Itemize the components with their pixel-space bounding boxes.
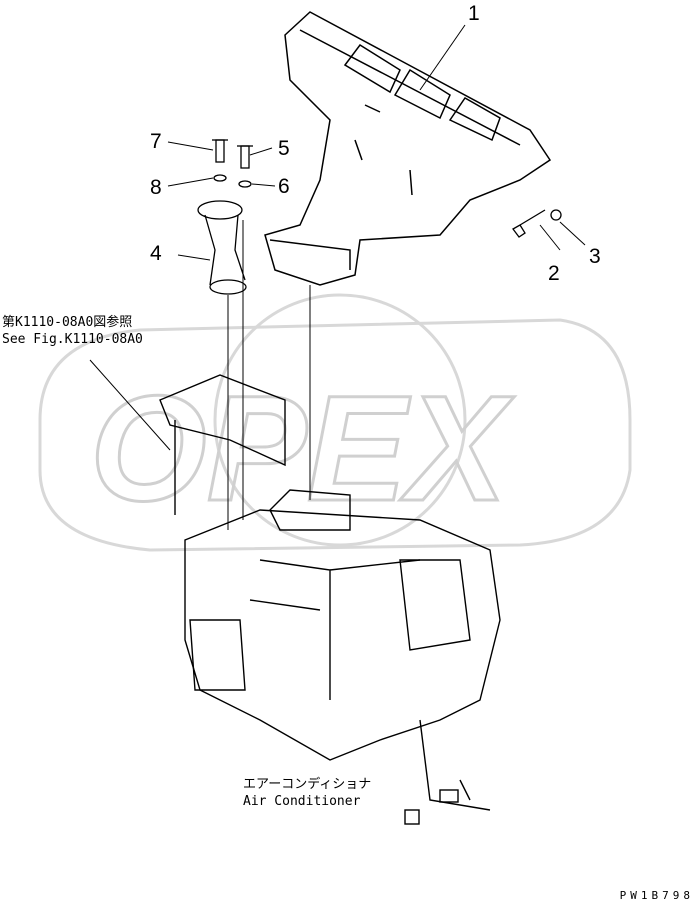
small-parts (197, 139, 562, 295)
reference-note-en: See Fig.K1110-08A0 (2, 332, 143, 347)
callout-1: 1 (468, 2, 480, 25)
air-duct-part (264, 11, 552, 286)
leader-lines (89, 24, 586, 530)
callout-3: 3 (589, 245, 601, 268)
component-label: エアーコンディショナ Air Conditioner (243, 776, 371, 810)
air-conditioner-unit (159, 374, 501, 825)
drawing-code: PW1B798 (619, 889, 694, 902)
callout-8: 8 (150, 176, 162, 199)
watermark-logo: OPEX (38, 293, 632, 552)
component-label-jp: エアーコンディショナ (243, 777, 372, 792)
component-label-en: Air Conditioner (243, 794, 361, 809)
callout-2: 2 (548, 262, 560, 285)
callout-6: 6 (278, 175, 290, 198)
callout-5: 5 (278, 137, 290, 160)
reference-note-jp: 第K1110-08A0図参照 (2, 315, 133, 330)
callout-4: 4 (150, 242, 162, 265)
svg-text:OPEX: OPEX (90, 364, 515, 532)
callout-7: 7 (150, 130, 162, 153)
reference-note: 第K1110-08A0図参照 See Fig.K1110-08A0 (2, 314, 143, 348)
